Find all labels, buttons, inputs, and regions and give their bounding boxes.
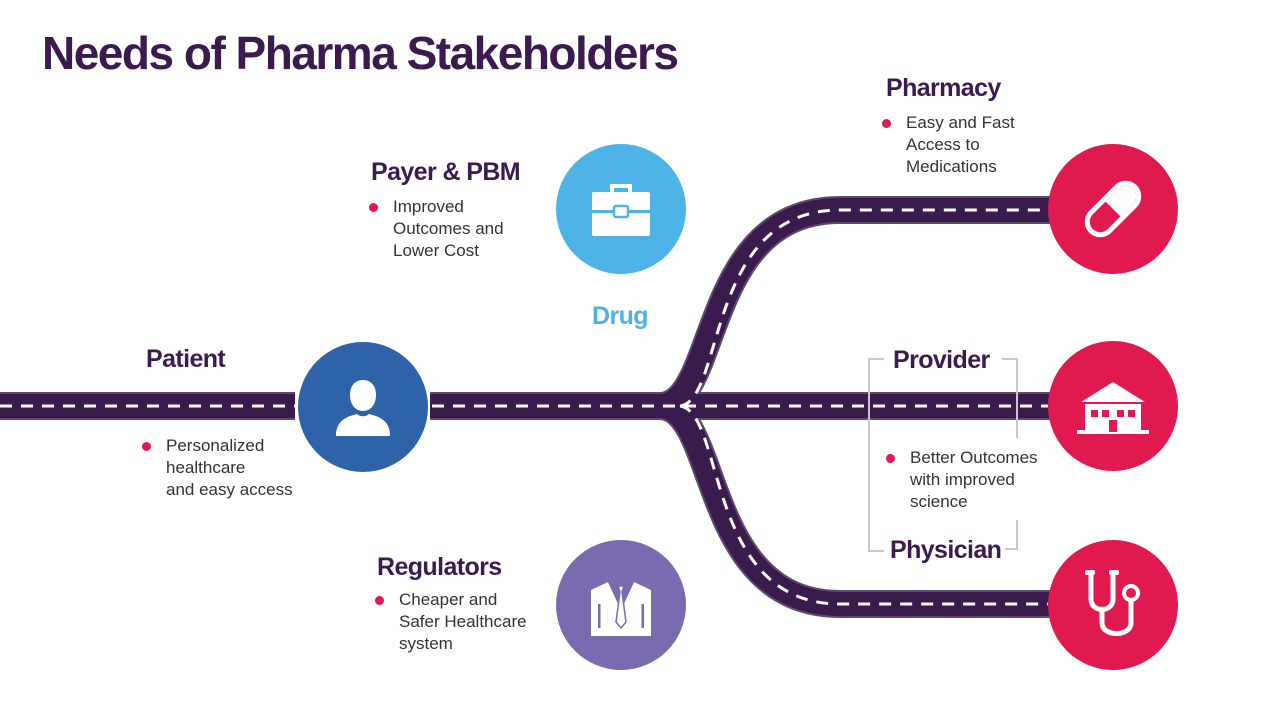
pharmacy-need-line-2: Access to bbox=[906, 135, 980, 154]
page-title: Needs of Pharma Stakeholders bbox=[42, 27, 679, 79]
provider-heading: Provider bbox=[889, 346, 994, 375]
provider-physician-need: Better Outcomes with improved science bbox=[884, 447, 1038, 513]
payer-need: Improved Outcomes and Lower Cost bbox=[367, 196, 504, 262]
pharmacy-need-line-3: Medications bbox=[906, 157, 997, 176]
regulators-circle bbox=[556, 540, 686, 670]
pill-icon bbox=[1084, 180, 1142, 238]
provider-need-line-3: science bbox=[910, 492, 968, 511]
payer-need-line-1: Improved bbox=[393, 197, 464, 216]
patient-need: Personalized healthcare and easy access bbox=[140, 435, 293, 501]
patient-heading: Patient bbox=[146, 345, 226, 373]
patient-circle bbox=[298, 342, 428, 472]
patient-need-line-2: healthcare bbox=[166, 458, 246, 477]
payer-circle bbox=[556, 144, 686, 274]
patient-need-line-3: and easy access bbox=[166, 480, 293, 499]
physician-heading: Physician bbox=[886, 536, 1006, 565]
pharmacy-heading: Pharmacy bbox=[886, 74, 1001, 102]
provider-need-line-2: with improved bbox=[910, 470, 1015, 489]
patient-need-line-1: Personalized bbox=[166, 436, 265, 455]
road-top bbox=[658, 198, 1050, 418]
regulators-need: Cheaper and Safer Healthcare system bbox=[373, 589, 527, 655]
provider-circle bbox=[1048, 341, 1178, 471]
provider-need-line-1: Better Outcomes bbox=[910, 448, 1038, 467]
pharmacy-circle bbox=[1048, 144, 1178, 274]
regulators-need-line-1: Cheaper and bbox=[399, 590, 498, 609]
pharmacy-need: Easy and Fast Access to Medications bbox=[880, 112, 1015, 178]
suit-tie-icon bbox=[591, 576, 651, 636]
person-icon bbox=[336, 380, 390, 436]
payer-need-line-2: Outcomes and bbox=[393, 219, 504, 238]
bullet-dot bbox=[142, 442, 151, 451]
bullet-dot bbox=[369, 203, 378, 212]
regulators-heading: Regulators bbox=[377, 553, 502, 581]
right-bracket-top bbox=[1002, 358, 1018, 438]
regulators-need-line-2: Safer Healthcare bbox=[399, 612, 527, 631]
left-bracket bbox=[868, 358, 884, 552]
road-bottom-dashes bbox=[679, 404, 1048, 606]
briefcase-icon bbox=[592, 184, 650, 236]
pharmacy-need-line-1: Easy and Fast bbox=[906, 113, 1015, 132]
drug-label: Drug bbox=[592, 302, 649, 330]
road-top-dashes bbox=[679, 208, 1048, 408]
regulators-need-line-3: system bbox=[399, 634, 453, 653]
hospital-icon bbox=[1077, 382, 1149, 434]
payer-heading: Payer & PBM bbox=[371, 158, 521, 186]
stethoscope-icon bbox=[1085, 570, 1140, 636]
right-bracket-bottom bbox=[1002, 520, 1018, 550]
bullet-dot bbox=[882, 119, 891, 128]
payer-need-line-3: Lower Cost bbox=[393, 241, 479, 260]
physician-circle bbox=[1048, 540, 1178, 670]
bullet-dot bbox=[375, 596, 384, 605]
bullet-dot bbox=[886, 454, 895, 463]
